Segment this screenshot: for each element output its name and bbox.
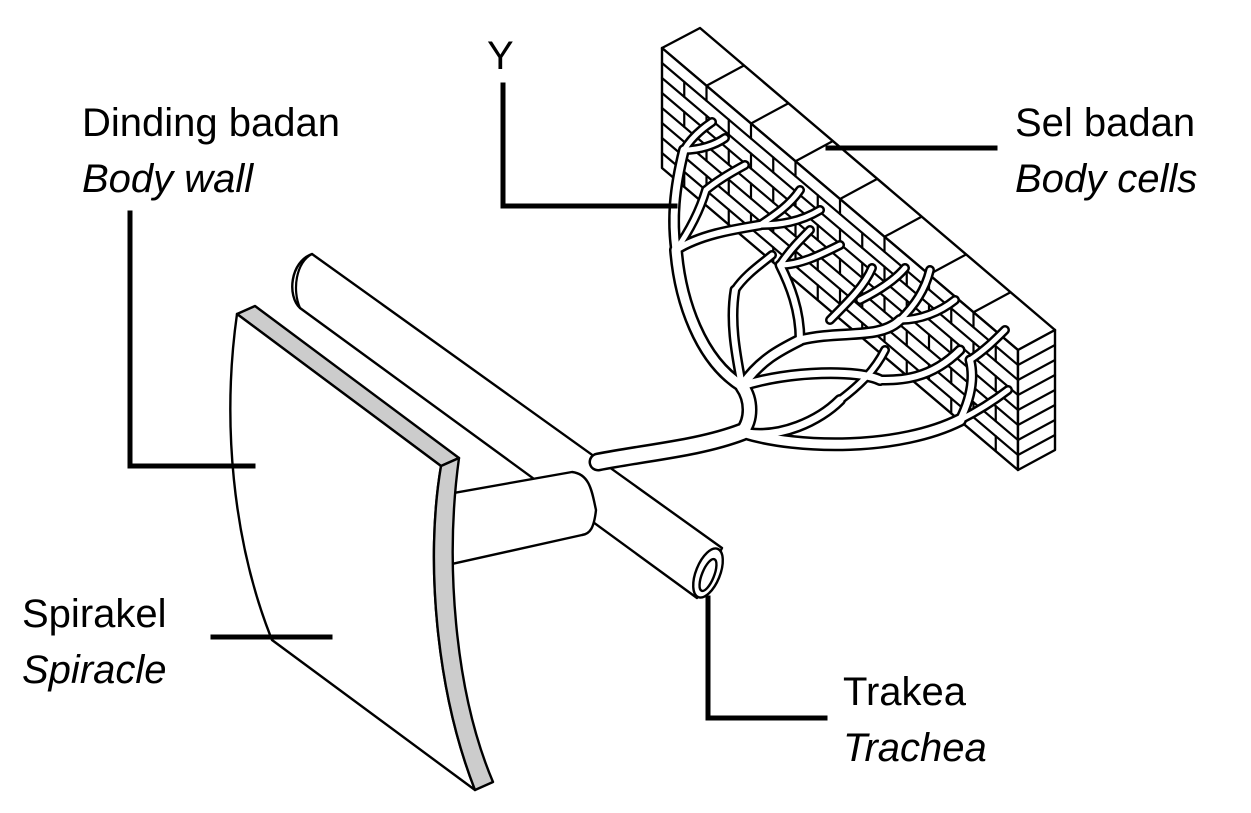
tracheole-lumen <box>777 227 813 268</box>
tracheole-lumen <box>796 316 904 344</box>
tracheole-lumen <box>897 267 933 323</box>
tracheole-lumen <box>703 162 748 193</box>
trachea-leader <box>705 595 828 721</box>
label-spiracle-malay: Spirakel <box>22 592 167 636</box>
tracheole-lumen <box>967 327 1008 363</box>
tracheole-lumen <box>738 336 804 390</box>
leader-lines <box>127 82 998 721</box>
label-body-wall-malay: Dinding badan <box>82 101 340 145</box>
cell-top-line <box>972 291 1012 314</box>
label-y: Y <box>487 28 514 84</box>
tracheole-lumen <box>738 369 884 390</box>
cell-end-course-line <box>1016 343 1057 367</box>
cell-top-line <box>794 140 834 163</box>
cell-end-course-line <box>1016 418 1057 442</box>
tracheole-lumen <box>777 242 843 268</box>
label-spiracle: Spirakel Spiracle <box>22 586 167 698</box>
cell-end-course-line <box>1016 433 1057 457</box>
tracheole-lumen <box>957 357 975 423</box>
label-y-text: Y <box>487 34 514 78</box>
tracheole-lumen <box>671 245 747 391</box>
tracheole-lumen <box>673 187 709 253</box>
tracheole-lumen <box>837 347 888 403</box>
tracheole-lumen <box>732 252 775 293</box>
cell-top-line <box>838 177 879 201</box>
cell-top-line <box>927 253 968 276</box>
label-spiracle-english: Spiracle <box>22 648 167 692</box>
tracheole-lumen <box>877 347 963 383</box>
cell-top-line <box>749 102 790 125</box>
air-tube-opening-inner <box>698 557 718 593</box>
cell-end-course-line <box>1016 358 1057 382</box>
body-wall <box>229 304 495 792</box>
tracheole-lumen <box>673 222 763 253</box>
tracheole-lumen <box>757 207 823 228</box>
air-tube-end-cap <box>294 252 314 310</box>
tracheole-lumen <box>737 415 965 449</box>
cell-end-course-line <box>1016 373 1057 397</box>
label-trachea: Trakea Trachea <box>843 664 987 776</box>
label-body-cells-english: Body cells <box>1015 157 1198 201</box>
tracheole-lumen <box>681 135 728 153</box>
tracheal-branches <box>588 117 1013 472</box>
tracheole-lumen <box>729 287 745 389</box>
label-body-wall: Dinding badan Body wall <box>82 95 340 207</box>
tracheole-lumen <box>857 265 908 303</box>
tracheole-lumen <box>897 297 958 323</box>
tracheole-lumen <box>957 387 1011 423</box>
cell-end-course-line <box>1016 388 1057 412</box>
tracheole-lumen <box>777 262 803 343</box>
label-body-cells: Sel badan Body cells <box>1015 95 1197 207</box>
tracheole-lumen <box>591 425 749 469</box>
cell-top-line <box>883 215 923 238</box>
tracheole-lumen <box>738 396 844 438</box>
label-trachea-english: Trachea <box>843 726 987 770</box>
y-leader <box>500 82 678 209</box>
body-wall-thickness <box>432 456 495 792</box>
cell-end-course-line <box>1016 403 1057 427</box>
body-wall-leader <box>127 210 256 469</box>
label-body-cells-malay: Sel badan <box>1015 101 1196 145</box>
tracheole-lumen <box>827 265 875 323</box>
label-trachea-malay: Trakea <box>843 670 967 714</box>
label-body-wall-english: Body wall <box>82 157 254 201</box>
cell-top-line <box>705 64 745 87</box>
